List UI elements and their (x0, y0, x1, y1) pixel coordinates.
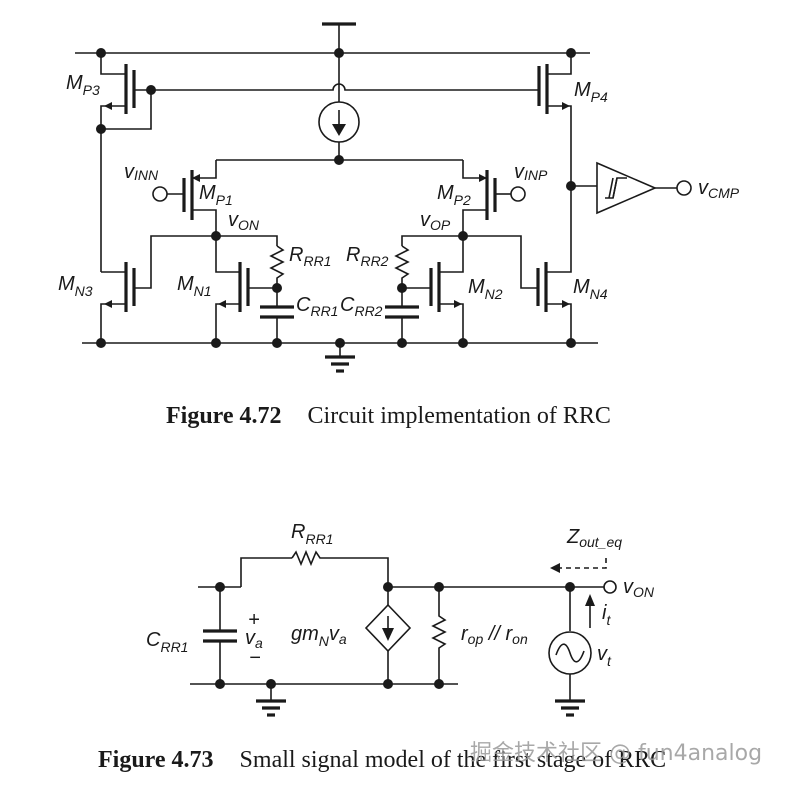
ground-icon (555, 699, 585, 717)
wire (401, 235, 463, 246)
schmitt-trigger-icon (596, 161, 658, 215)
label-von: vON (623, 576, 655, 600)
transistor-mn3 (100, 235, 216, 343)
capacitor-crr1 (260, 288, 294, 343)
label-gm: gmNva (291, 623, 347, 649)
figure-4-73-schematic: RRR1 CRR1 + va − gmNva rop // ron Zout_e… (146, 521, 655, 717)
resistor-rout (431, 587, 447, 684)
current-source-icon (318, 101, 360, 143)
label-mn1: MN1 (177, 273, 212, 299)
transistor-mp2 (462, 160, 526, 236)
label-zout: Zout_eq (566, 526, 622, 550)
transistor-mn4 (463, 186, 572, 343)
label-it: it (602, 602, 611, 628)
transistor-mn1 (215, 236, 277, 343)
label-va: va (245, 627, 263, 651)
label-crr2: CRR2 (340, 294, 383, 319)
wire (216, 235, 278, 246)
label-rrr1: RRR1 (289, 244, 331, 269)
capacitor-crr2 (385, 288, 419, 343)
label-mp1: MP1 (199, 182, 233, 208)
label-vcmp: vCMP (698, 177, 740, 201)
ground-icon (256, 684, 286, 717)
ac-voltage-source-icon (548, 631, 592, 675)
transistor-mn2 (402, 236, 464, 343)
impedance-arrow-icon (550, 558, 607, 573)
current-arrow-icon (585, 594, 595, 628)
dependent-current-source-icon (364, 603, 412, 653)
bias-line (151, 83, 539, 91)
label-mp3: MP3 (66, 72, 100, 98)
ground-icon (325, 343, 355, 373)
resistor-rrr1 (269, 245, 285, 288)
resistor-rrr2 (394, 245, 410, 288)
watermark: 掘金技术社区 @ fun4analog (470, 741, 762, 766)
label-vt: vt (597, 643, 612, 669)
label-mp4: MP4 (574, 79, 608, 105)
label-va-minus: − (249, 647, 261, 669)
label-mp2: MP2 (437, 182, 471, 208)
label-mn3: MN3 (58, 273, 93, 299)
resistor-rrr1 (291, 549, 389, 587)
transistor-mp3 (96, 53, 156, 134)
label-rrr2: RRR2 (346, 244, 389, 269)
label-von: vON (228, 209, 260, 233)
transistor-mp1 (152, 160, 217, 236)
output-terminal (676, 180, 692, 196)
label-va-plus: + (248, 609, 260, 631)
transistor-mp4 (537, 53, 572, 186)
label-rout: rop // ron (461, 623, 528, 647)
label-mn4: MN4 (573, 276, 608, 302)
label-vinn: vINN (124, 161, 159, 183)
label-vinp: vINP (514, 161, 548, 183)
label-mn2: MN2 (468, 276, 503, 302)
label-rrr1: RRR1 (291, 521, 333, 547)
label-crr1: CRR1 (146, 629, 188, 655)
label-vop: vOP (420, 209, 451, 233)
capacitor-crr1 (203, 587, 237, 684)
figure-4-72-schematic: MP3 MP4 vINN MP1 vON MP2 vINP vOP vCMP R… (58, 22, 740, 373)
von-terminal (603, 580, 617, 594)
label-crr1: CRR1 (296, 294, 338, 319)
